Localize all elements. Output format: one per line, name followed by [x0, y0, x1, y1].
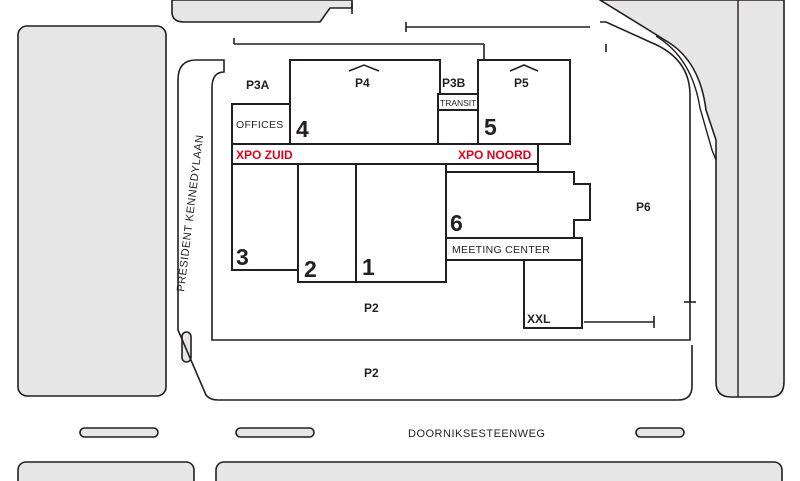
bottom-block-right [215, 461, 783, 481]
right-block [598, 0, 785, 398]
roof-icon [509, 64, 539, 72]
hall-3 [231, 163, 299, 271]
buildings [231, 59, 591, 329]
parking-p2-outer: P2 [364, 366, 379, 380]
hall-6-number: 6 [450, 210, 463, 236]
hall-2-number: 2 [304, 256, 317, 282]
parking-p2-inner: P2 [364, 301, 379, 315]
offices-block [231, 103, 293, 145]
hall-3-number: 3 [236, 244, 249, 270]
street-president-kennedylaan: PRESIDENT KENNEDYLAAN [175, 134, 206, 293]
hall-5 [477, 59, 571, 145]
median-right [635, 427, 685, 438]
median-left [79, 427, 159, 438]
parking-p6: P6 [636, 200, 651, 214]
xxl-label: XXL [527, 312, 550, 326]
bottom-block-left [17, 461, 195, 481]
meeting-center-block [445, 237, 583, 261]
hall-1 [355, 163, 447, 283]
hall-6 [445, 171, 591, 239]
entrance-xpo-noord: XPO NOORD [458, 148, 532, 162]
hall-2 [297, 163, 357, 283]
right-block-inner-line [655, 35, 717, 161]
parking-p4: P4 [355, 76, 370, 90]
xxl-block [523, 259, 583, 329]
left-block [17, 25, 167, 397]
hall-5-number: 5 [484, 114, 497, 140]
parking-p5: P5 [514, 76, 529, 90]
top-block [171, 0, 353, 23]
median-center [235, 427, 315, 438]
hall-1-number: 1 [362, 254, 375, 280]
roof-icon [348, 64, 380, 72]
p3b-block [437, 109, 479, 145]
hall-4-number: 4 [296, 116, 309, 142]
transit-label: TRANSIT [440, 98, 476, 108]
meeting-center-label: MEETING CENTER [452, 244, 550, 256]
hall-4 [289, 59, 441, 145]
site-outlines [177, 2, 696, 401]
entrance-xpo-zuid: XPO ZUID [236, 148, 293, 162]
offices-label: OFFICES [236, 119, 284, 131]
parking-p3b: P3B [442, 76, 466, 90]
street-doorniksesteenweg: DOORNIKSESTEENWEG [408, 428, 545, 440]
parking-p3a: P3A [246, 78, 270, 92]
